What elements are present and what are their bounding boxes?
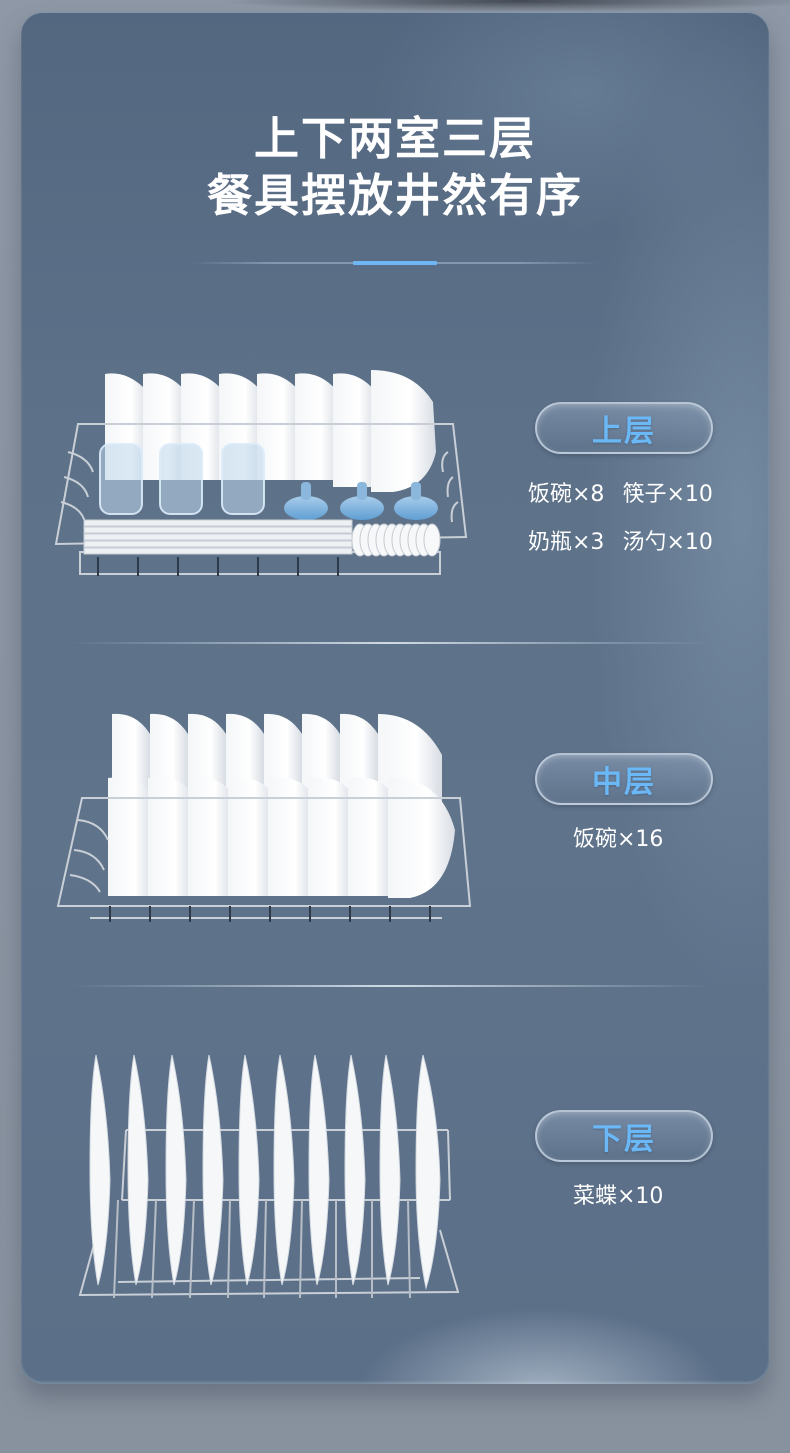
heading-divider-accent (353, 261, 437, 265)
tier-badge-middle: 中层 (535, 753, 713, 805)
rack-wire (56, 797, 472, 919)
top-shadow (220, 0, 790, 12)
item-baby-bottles: 奶瓶×3 (528, 530, 605, 555)
rack-wire (54, 423, 468, 575)
sippy-cups (99, 443, 265, 515)
item-rice-bowls: 饭碗×16 (573, 827, 664, 852)
middle-rack-image (56, 713, 472, 922)
item-chopsticks: 筷子×10 (622, 482, 713, 507)
tier-items-upper: 饭碗×8 筷子×10 奶瓶×3 汤勺×10 (528, 471, 713, 567)
tier-items-lower: 菜蝶×10 (573, 1173, 663, 1221)
item-row: 饭碗×16 (573, 816, 663, 864)
item-dishes: 菜蝶×10 (573, 1184, 664, 1209)
chopsticks (83, 519, 353, 555)
item-soup-spoons: 汤勺×10 (622, 530, 713, 555)
item-row: 饭碗×8 筷子×10 (528, 471, 713, 519)
tier-badge-upper: 上层 (535, 402, 713, 454)
plates (89, 1054, 441, 1290)
heading-line-1: 上下两室三层 (253, 112, 536, 165)
lower-rack-image (78, 1054, 460, 1299)
spoons (351, 523, 441, 557)
tier-items-middle: 饭碗×16 (573, 816, 663, 864)
section-divider-1 (70, 642, 710, 644)
section-divider-2 (70, 985, 710, 987)
upper-rack-image (54, 370, 468, 576)
heading-line-2: 餐具摆放井然有序 (206, 169, 583, 222)
item-rice-bowls: 饭碗×8 (528, 482, 605, 507)
bowls-bottom-row (108, 777, 455, 898)
item-row: 菜蝶×10 (573, 1173, 663, 1221)
baby-bottles (284, 482, 438, 520)
tier-badge-lower: 下层 (535, 1110, 713, 1162)
bowls (105, 370, 436, 492)
page-heading: 上下两室三层 餐具摆放井然有序 (0, 110, 790, 224)
item-row: 奶瓶×3 汤勺×10 (528, 519, 713, 567)
